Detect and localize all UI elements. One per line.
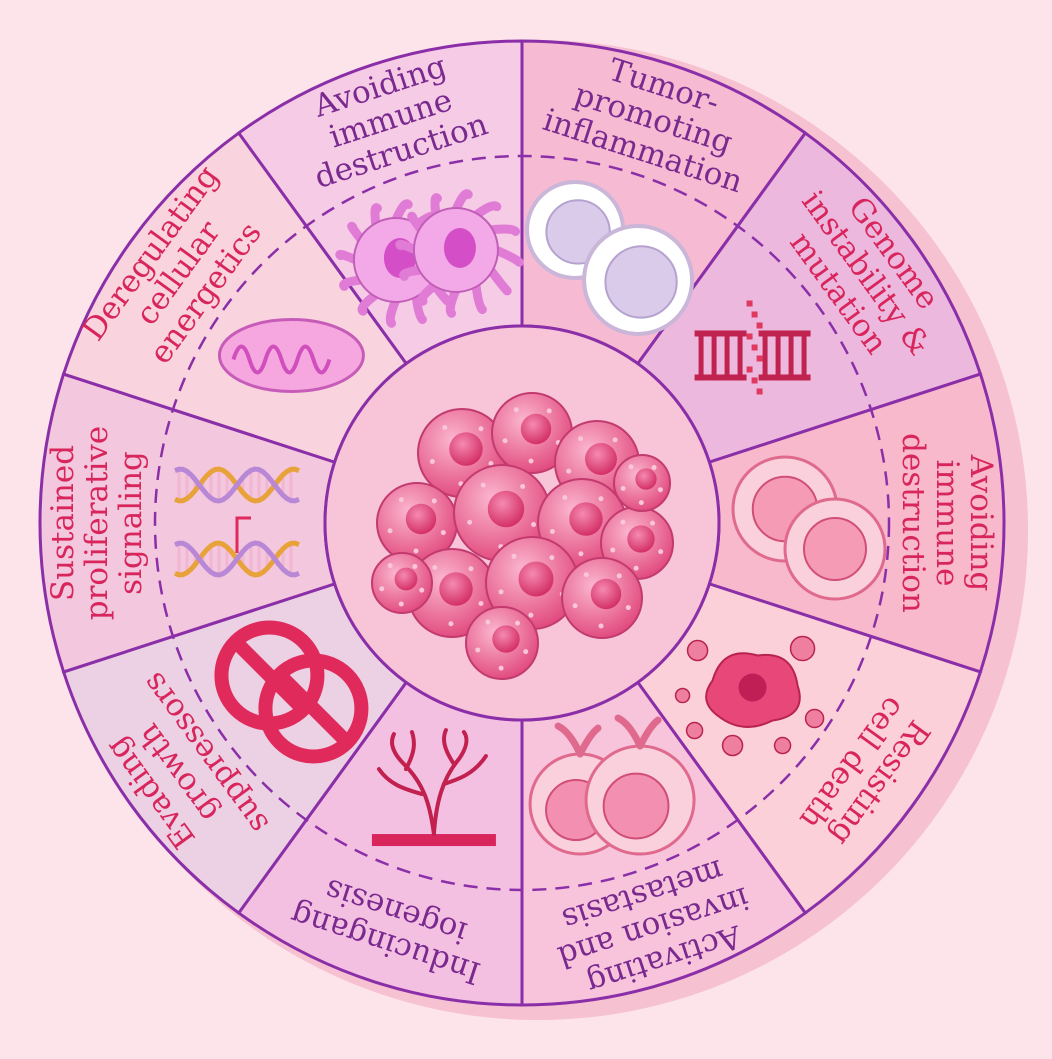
icon-group — [174, 179, 887, 856]
dividing-cell-icon — [731, 455, 887, 601]
tumor-cell — [465, 606, 539, 680]
dashed-ring — [153, 154, 891, 892]
tumor-cell-cluster-icon — [371, 392, 674, 680]
dna-helix-icon — [174, 466, 300, 578]
sector-label-line: signaling — [113, 451, 149, 595]
tumor-cell — [561, 557, 643, 639]
broken-dna-ladder-icon — [694, 300, 811, 395]
blood-vessel-icon — [371, 728, 496, 847]
sector-label-line: immune — [929, 460, 965, 587]
immune-cell-icon — [335, 189, 524, 328]
prohibition-sign-icon — [214, 620, 369, 764]
invading-cell-icon — [528, 714, 696, 856]
tumor-cell — [371, 552, 433, 614]
mitochondrion-icon — [217, 317, 365, 393]
sector-label-line: destruction — [895, 433, 931, 613]
apoptotic-cell-icon — [674, 635, 825, 757]
tumor-cell — [613, 454, 671, 512]
sector-label-line: proliferative — [79, 426, 115, 621]
sector-label-line: Avoiding — [963, 454, 999, 592]
sector-label-line: Sustained — [45, 445, 81, 601]
white-blood-cells-icon — [525, 179, 695, 336]
